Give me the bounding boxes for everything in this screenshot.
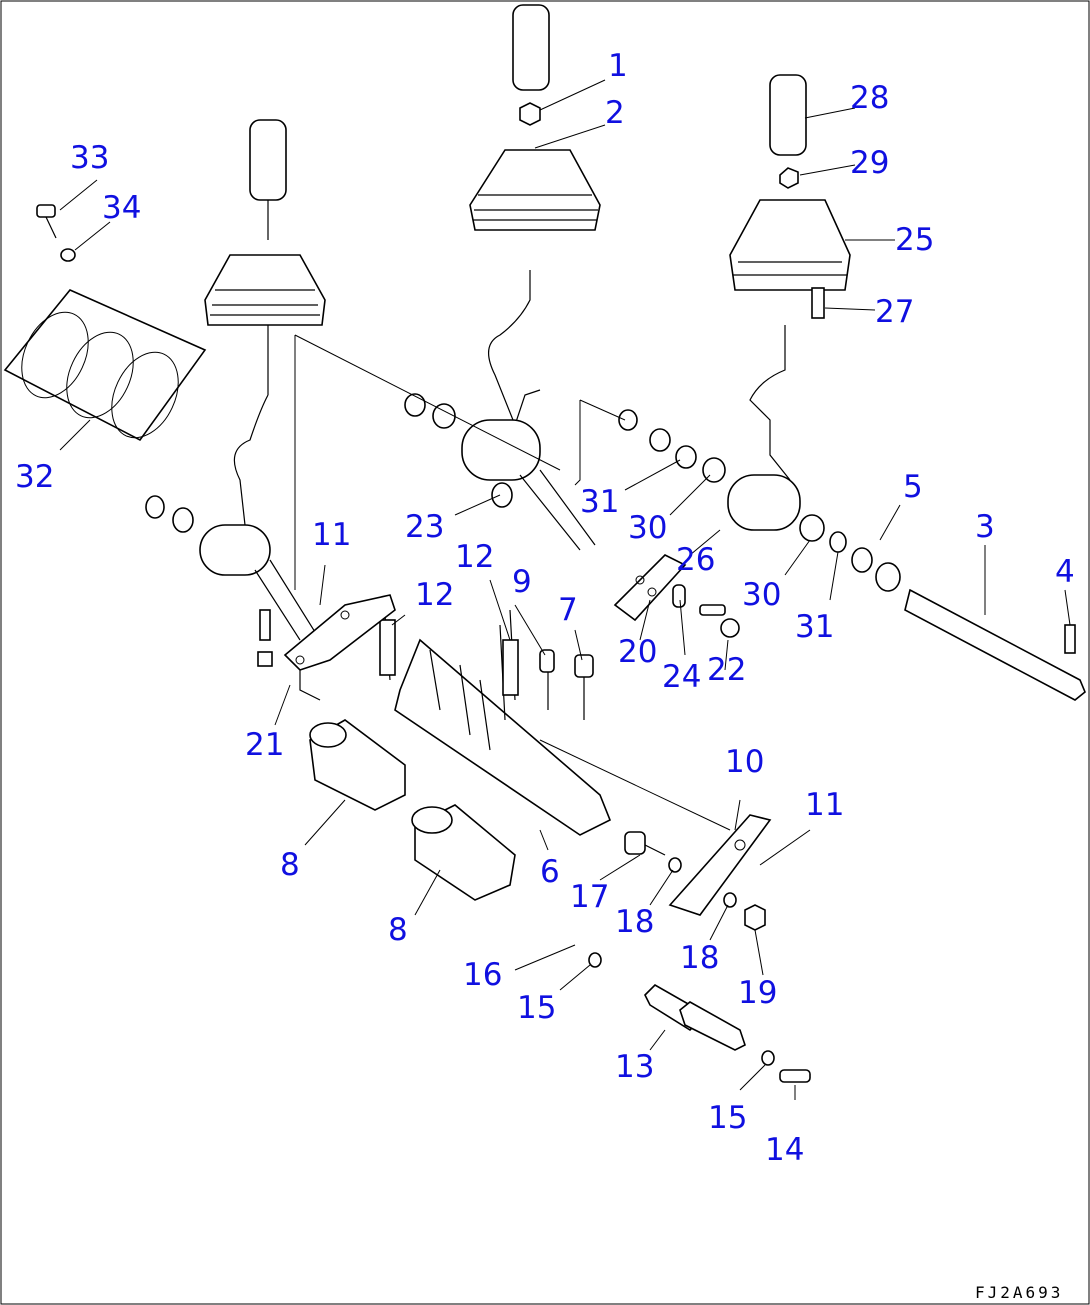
- part-label-8a: 8: [280, 847, 300, 883]
- part-label-7: 7: [558, 592, 578, 628]
- gasket-plate: [3, 204, 207, 442]
- part-label-23: 23: [405, 509, 444, 545]
- part-label-21: 21: [245, 727, 284, 763]
- part-label-16: 16: [463, 957, 502, 993]
- part-label-24: 24: [662, 659, 701, 695]
- part-label-6: 6: [540, 854, 560, 890]
- lever-plate: [283, 594, 396, 701]
- part-label-5: 5: [903, 469, 923, 505]
- part-label-18b: 18: [680, 940, 719, 976]
- lower-link-assembly: [588, 814, 811, 1083]
- part-labels: 1 2 3 4 5 6 7 8 8 9 10 11 11 12 12 12 13…: [15, 48, 1075, 1168]
- part-label-2: 2: [605, 95, 625, 131]
- part-label-10: 10: [725, 744, 764, 780]
- left-lever-assembly: [145, 119, 326, 667]
- part-label-11a: 11: [312, 517, 351, 553]
- part-label-31b: 31: [795, 609, 834, 645]
- drawing-code: FJ2A693: [975, 1283, 1063, 1302]
- part-label-30b: 30: [742, 577, 781, 613]
- part-label-19: 19: [738, 975, 777, 1011]
- bracket: [379, 609, 612, 836]
- part-label-4: 4: [1055, 554, 1075, 590]
- part-label-34: 34: [102, 190, 141, 226]
- part-label-20: 20: [618, 634, 657, 670]
- part-label-17: 17: [570, 879, 609, 915]
- part-label-15b: 15: [708, 1100, 747, 1136]
- part-label-3: 3: [975, 509, 995, 545]
- part-label-13: 13: [615, 1049, 654, 1085]
- part-label-25: 25: [895, 222, 934, 258]
- part-label-28: 28: [850, 80, 889, 116]
- part-label-26: 26: [676, 542, 715, 578]
- part-label-31a: 31: [580, 484, 619, 520]
- plate-and-bolts: [613, 554, 740, 638]
- part-label-12a: 12: [455, 539, 494, 575]
- leader-lines: [59, 79, 1071, 1100]
- part-label-32: 32: [15, 459, 54, 495]
- part-label-27: 27: [875, 294, 914, 330]
- part-label-12b: 12: [415, 577, 454, 613]
- shaft: [904, 588, 1086, 701]
- part-label-30a: 30: [628, 510, 667, 546]
- part-label-18a: 18: [615, 904, 654, 940]
- part-label-9: 9: [512, 564, 532, 600]
- part-label-8b: 8: [388, 912, 408, 948]
- center-lever-assembly: [404, 4, 601, 551]
- part-label-11b: 11: [805, 787, 844, 823]
- solenoids: [309, 719, 516, 901]
- part-label-22: 22: [707, 652, 746, 688]
- part-label-15a: 15: [517, 990, 556, 1026]
- part-label-14: 14: [765, 1132, 804, 1168]
- part-label-33: 33: [70, 140, 109, 176]
- part-label-1: 1: [608, 48, 628, 84]
- part-label-29: 29: [850, 145, 889, 181]
